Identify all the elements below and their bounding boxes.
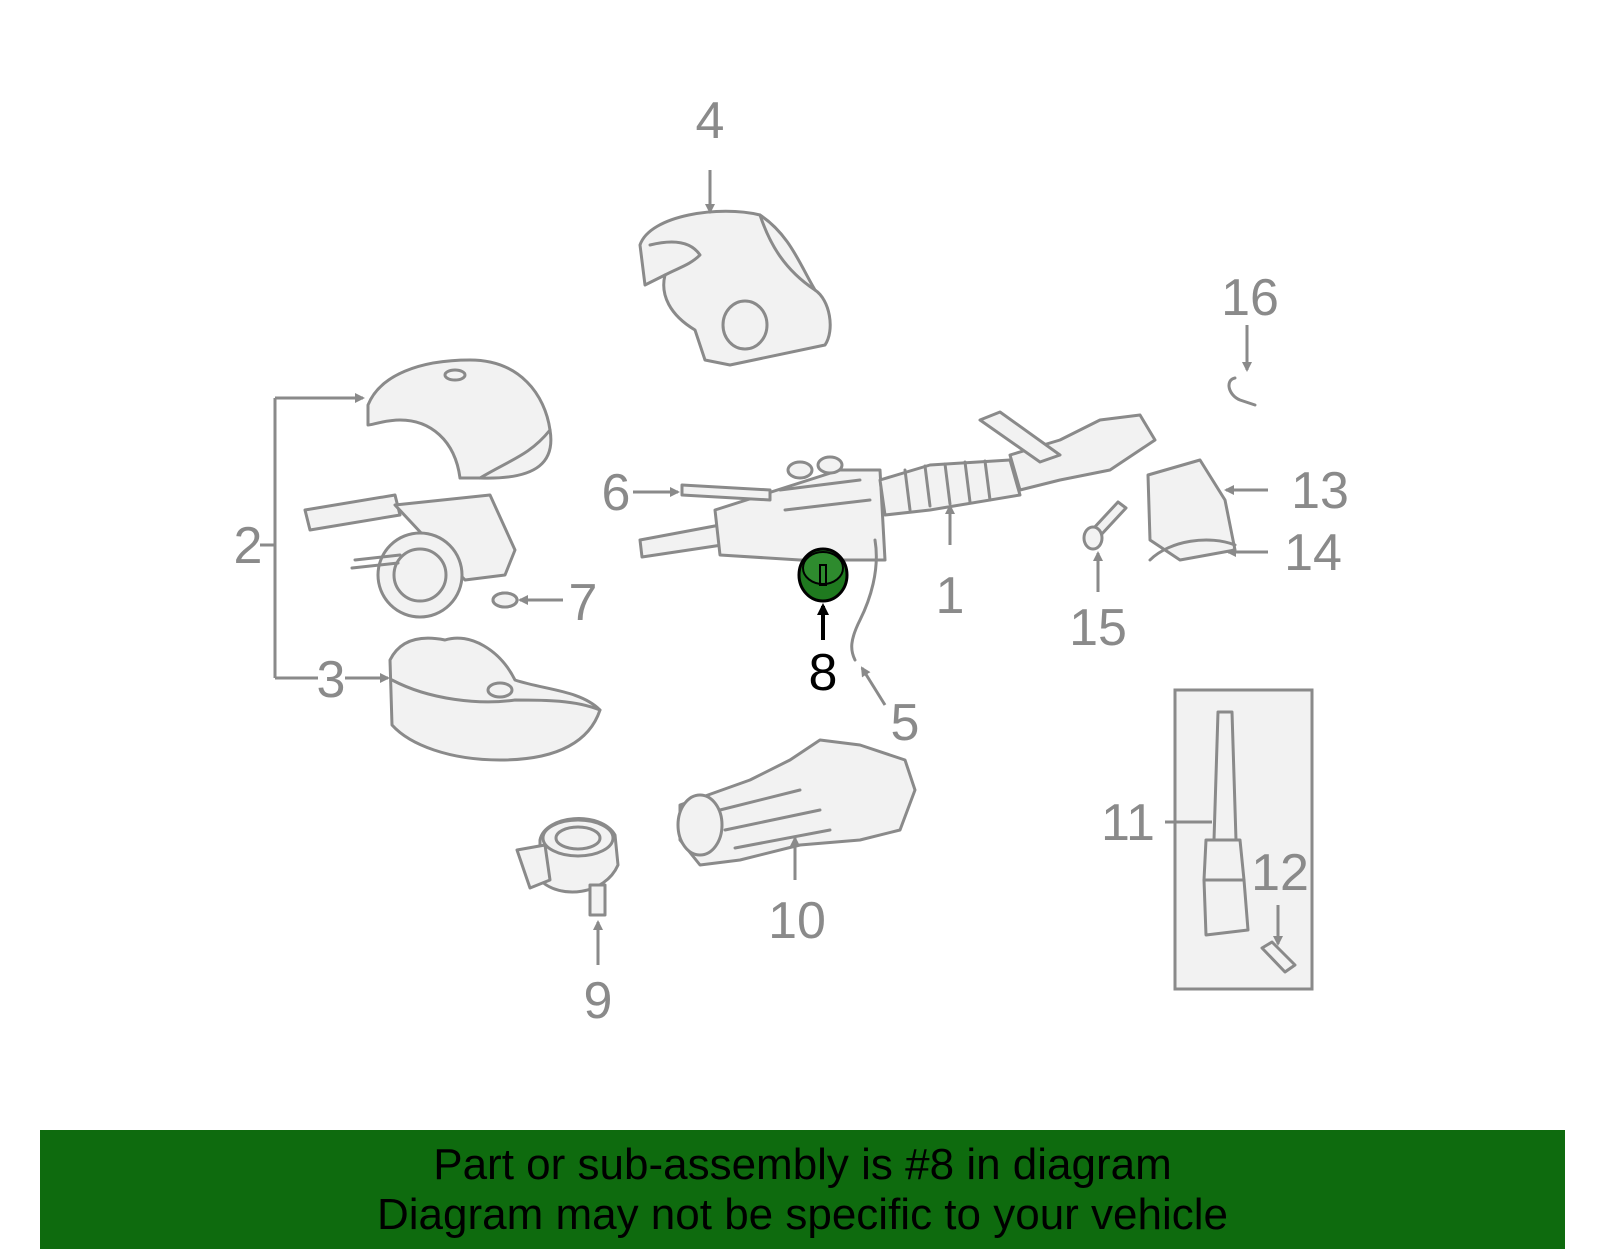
part-12-pin (1260, 940, 1297, 974)
callout-6: 6 (602, 464, 631, 522)
callout-8: 8 (809, 644, 838, 702)
info-banner: Part or sub-assembly is #8 in diagram Di… (40, 1130, 1565, 1249)
part-10-lock-housing (676, 738, 917, 867)
part-combination-switch (303, 493, 519, 619)
part-13-boot (1146, 458, 1237, 562)
part-14-plate (1148, 538, 1237, 562)
callout-9: 9 (584, 972, 613, 1030)
part-8-highlighted (797, 547, 849, 603)
callout-15: 15 (1069, 599, 1127, 657)
part-9-ring (515, 817, 620, 917)
callout-4: 4 (696, 92, 725, 150)
part-15-bolt (1082, 500, 1128, 551)
banner-line-2: Diagram may not be specific to your vehi… (376, 1190, 1229, 1239)
part-7-bolt (491, 591, 519, 609)
callout-16: 16 (1221, 269, 1279, 327)
callout-2: 2 (234, 517, 263, 575)
leader-lines (260, 170, 1283, 965)
banner-line-1: Part or sub-assembly is #8 in diagram (433, 1140, 1172, 1189)
part-1-steering-column (638, 410, 1157, 562)
callout-14: 14 (1284, 524, 1342, 582)
callout-13: 13 (1291, 462, 1349, 520)
callout-1: 1 (936, 567, 965, 625)
part-2-upper-shroud (366, 358, 553, 480)
part-6-rod (680, 483, 772, 502)
part-11-box (1173, 688, 1314, 991)
callout-5: 5 (891, 694, 920, 752)
parts-diagram: 4 2 3 6 7 1 8 5 10 9 11 12 13 14 15 16 (234, 92, 1349, 1030)
part-4-column-cover (638, 209, 832, 367)
part-3-lower-shroud (388, 636, 602, 762)
part-16-clip (1227, 376, 1257, 407)
callout-7: 7 (569, 574, 598, 632)
callout-3: 3 (317, 651, 346, 709)
callout-10: 10 (768, 892, 826, 950)
part-5-lever (850, 538, 878, 662)
callout-12: 12 (1251, 844, 1309, 902)
callout-11: 11 (1101, 794, 1155, 852)
